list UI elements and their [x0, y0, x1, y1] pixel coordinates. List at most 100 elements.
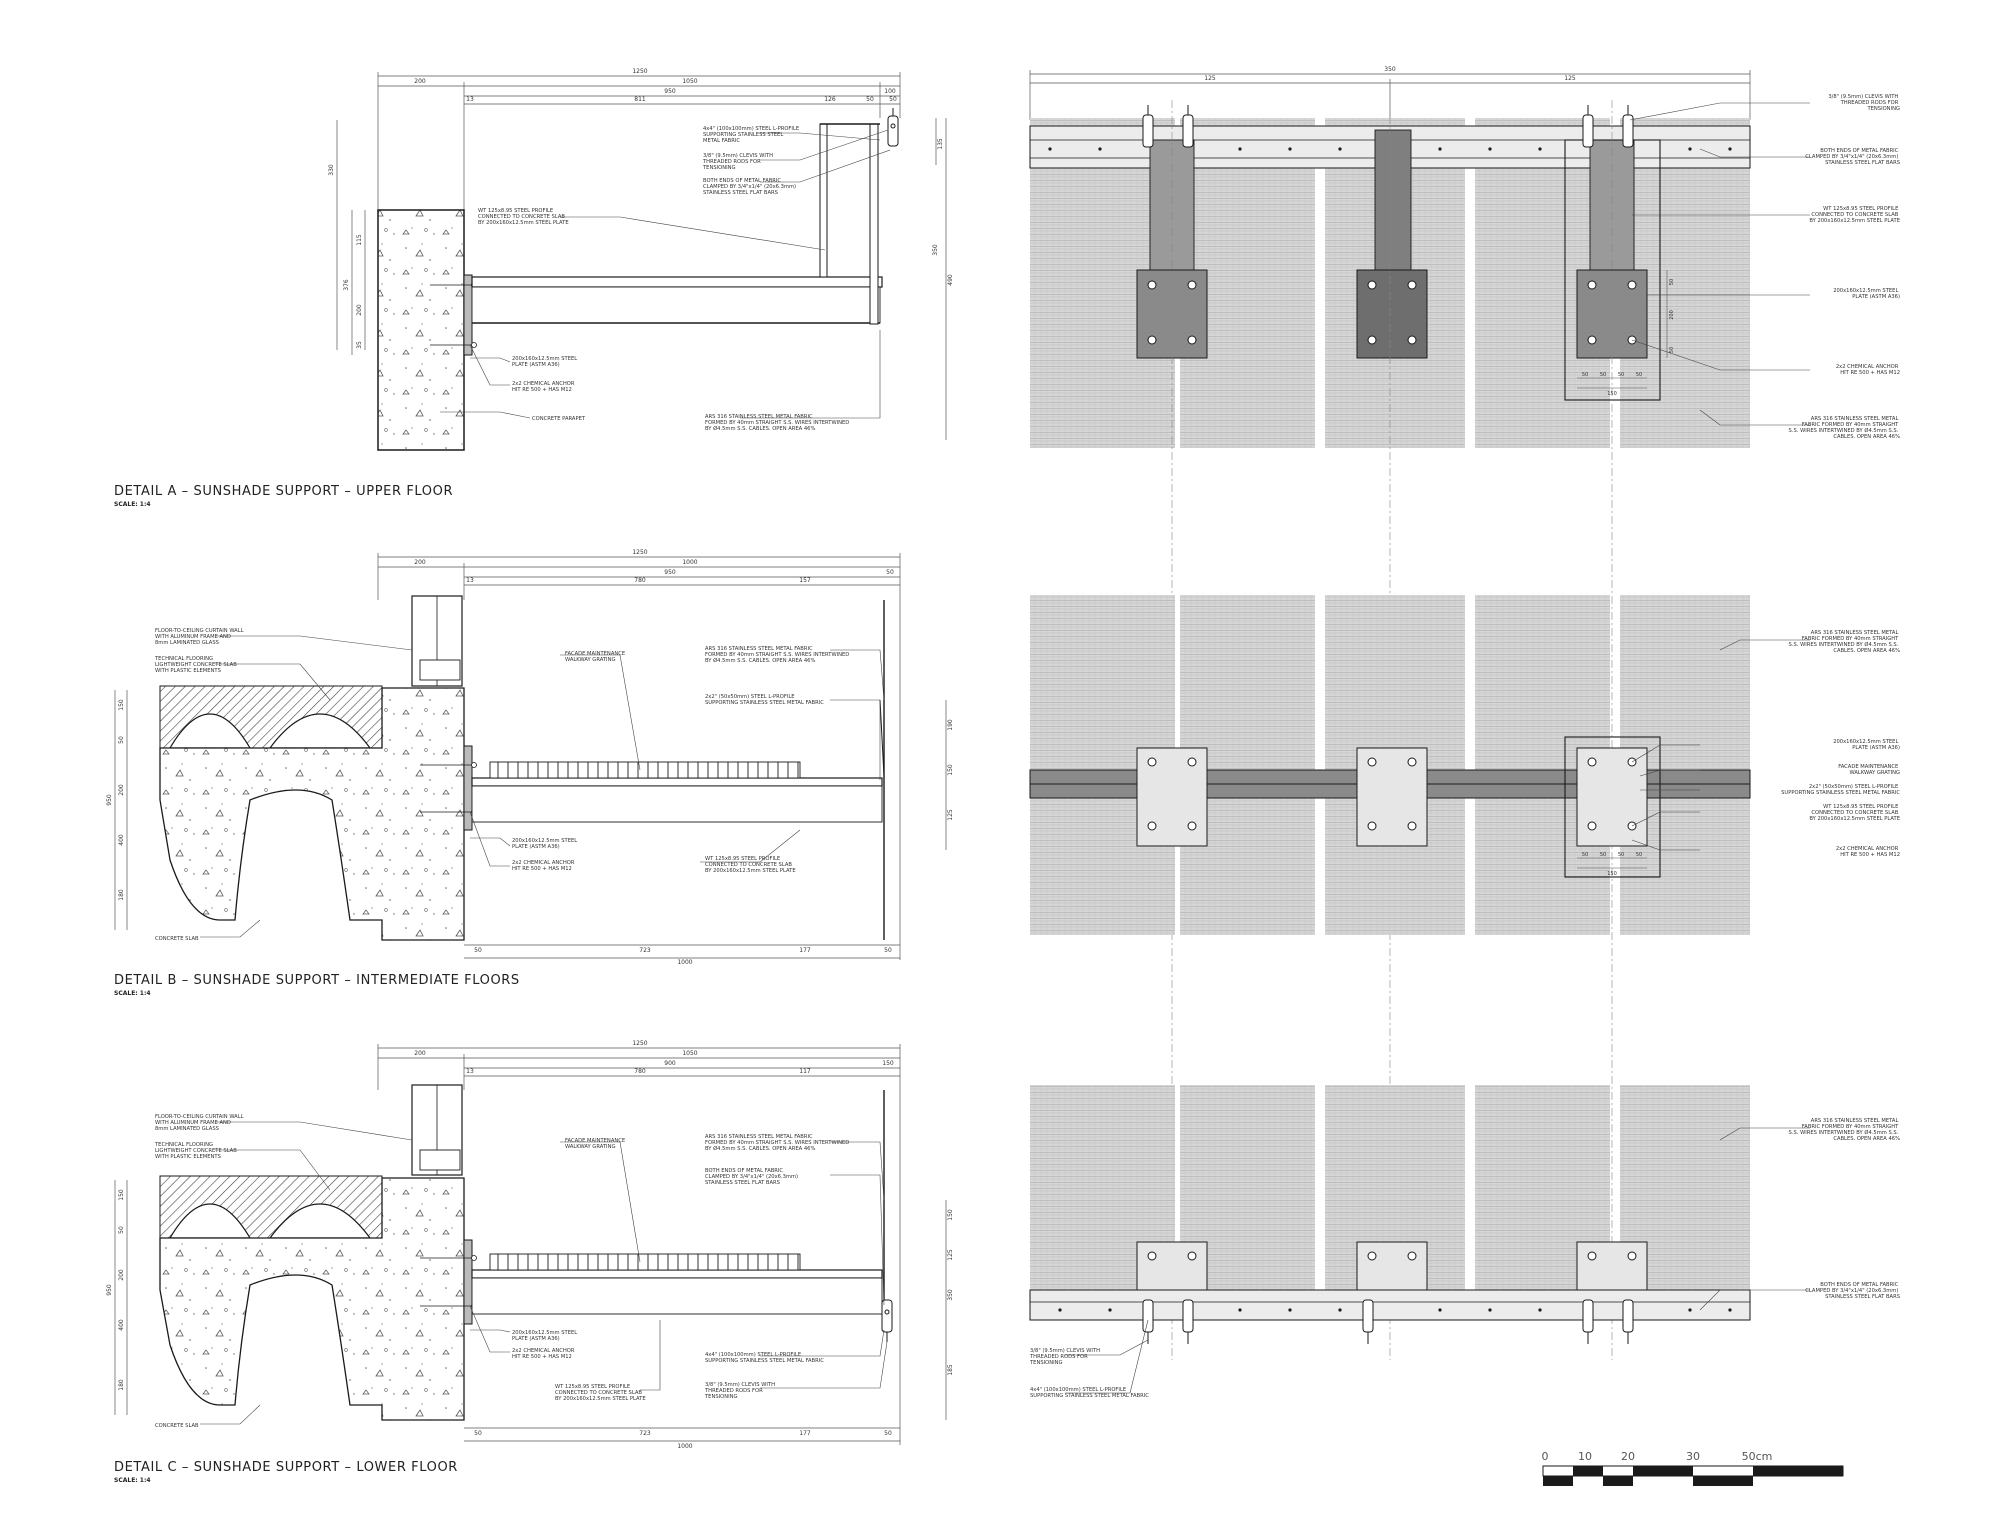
- dim-a-top-4: 950: [664, 88, 676, 95]
- label-b-fabric: ARS 316 STAINLESS STEEL METAL FABRIC FOR…: [705, 646, 851, 664]
- dim-a-left-2: 376: [343, 279, 350, 291]
- dim-c-right-4: 185: [947, 1364, 954, 1376]
- detail-c-section: 1250 200 1050 900 150 13 780 117 50 723 …: [106, 1040, 954, 1450]
- dim-a-top-10: 50: [889, 96, 897, 103]
- dim-e1-plate-6: 200: [1669, 310, 1675, 320]
- label-a-wt: WT 125x8.95 STEEL PROFILE CONNECTED TO C…: [478, 208, 569, 226]
- dim-a-top-6: 13: [466, 96, 474, 103]
- dim-c-bot-2: 723: [639, 1430, 651, 1437]
- dim-a-top-3: 1050: [682, 78, 697, 85]
- label-c-wt: WT 125x8.95 STEEL PROFILE CONNECTED TO C…: [555, 1384, 646, 1402]
- elevation-upper: 350 125 125: [1029, 66, 1901, 448]
- dim-b-top-3: 1000: [682, 559, 697, 566]
- label-e3-clevis: 3/8" (9.5mm) CLEVIS WITH THREADED RODS F…: [1029, 1348, 1102, 1366]
- label-e2-lprofile: 2x2" (50x50mm) STEEL L-PROFILE SUPPORTIN…: [1781, 784, 1900, 796]
- dim-e2-plate-2: 50: [1600, 852, 1606, 858]
- dim-e2-plate-5: 150: [1607, 871, 1617, 877]
- label-e2-grating: FACADE MAINTENANCE WALKWAY GRATING: [1838, 764, 1900, 776]
- dim-a-top-9: 50: [866, 96, 874, 103]
- label-b-techfloor: TECHNICAL FLOORING LIGHTWEIGHT CONCRETE …: [154, 656, 238, 674]
- dim-a-top-5: 100: [884, 88, 896, 95]
- label-e1-clevis: 3/8" (9.5mm) CLEVIS WITH THREADED RODS F…: [1828, 94, 1900, 112]
- dim-c-top-7: 780: [634, 1068, 646, 1075]
- dim-b-right-2: 150: [947, 764, 954, 776]
- label-e2-anchor: 2x2 CHEMICAL ANCHOR HIT RE 500 + HAS M12: [1836, 846, 1900, 858]
- label-c-flatbars: BOTH ENDS OF METAL FABRIC CLAMPED BY 3/4…: [705, 1168, 800, 1186]
- dim-a-top-2: 200: [414, 78, 426, 85]
- detail-a-section: 1250 200 1050 950 100 13 811 126 50 50 3…: [328, 68, 954, 451]
- concrete-slab-c: [159, 1177, 465, 1421]
- scale-label-50: 50cm: [1742, 1450, 1773, 1463]
- concrete-slab-b: [159, 687, 465, 941]
- dim-e2-plate-4: 50: [1636, 852, 1642, 858]
- dim-b-right-1: 190: [947, 719, 954, 731]
- dim-c-top-2: 200: [414, 1050, 426, 1057]
- detail-a-title: DETAIL A – SUNSHADE SUPPORT – UPPER FLOO…: [114, 484, 454, 499]
- label-e1-plate: 200x160x12.5mm STEEL PLATE (ASTM A36): [1833, 288, 1900, 300]
- dim-e1-top-1: 350: [1384, 66, 1396, 73]
- label-e1-fabric: ARS 316 STAINLESS STEEL METAL FABRIC FOR…: [1789, 416, 1901, 440]
- detail-b-section: 1250 200 1000 950 50 13 780 157 50 723 1…: [106, 549, 954, 966]
- dim-a-right-3: 350: [932, 244, 939, 256]
- dim-e1-plate-8: 50: [1669, 347, 1675, 353]
- dim-a-left-5: 35: [356, 341, 363, 349]
- label-a-anchor: 2x2 CHEMICAL ANCHOR HIT RE 500 + HAS M12: [512, 381, 576, 393]
- dim-a-top-8: 126: [824, 96, 836, 103]
- dim-c-left-6: 180: [118, 1379, 125, 1391]
- label-a-parapet: CONCRETE PARAPET: [532, 416, 586, 422]
- dim-e1-plate-1: 50: [1582, 372, 1588, 378]
- dim-e1-plate-3: 50: [1618, 372, 1624, 378]
- dim-b-top-2: 200: [414, 559, 426, 566]
- scale-label-0: 0: [1542, 1450, 1549, 1463]
- dim-c-right-3: 350: [947, 1289, 954, 1301]
- dim-c-top-8: 117: [799, 1068, 811, 1075]
- label-a-plate: 200x160x12.5mm STEEL PLATE (ASTM A36): [512, 356, 579, 368]
- scale-label-20: 20: [1621, 1450, 1635, 1463]
- label-c-grating: FACADE MAINTENANCE WALKWAY GRATING: [565, 1138, 627, 1150]
- dim-b-bot-3: 177: [799, 947, 811, 954]
- label-e3-lprofile: 4x4" (100x100mm) STEEL L-PROFILE SUPPORT…: [1030, 1387, 1149, 1399]
- dim-e1-plate-4: 50: [1636, 372, 1642, 378]
- elevation-lower: ARS 316 STAINLESS STEEL METAL FABRIC FOR…: [1029, 1085, 1900, 1399]
- dim-c-left-1: 950: [106, 1284, 113, 1296]
- detail-a-scale: SCALE: 1:4: [114, 501, 151, 508]
- label-a-clevis: 3/8" (9.5mm) CLEVIS WITH THREADED RODS F…: [702, 153, 775, 171]
- label-b-anchor: 2x2 CHEMICAL ANCHOR HIT RE 500 + HAS M12: [512, 860, 576, 872]
- dim-a-top-1: 1250: [632, 68, 647, 75]
- label-b-curtain: FLOOR-TO-CEILING CURTAIN WALL WITH ALUMI…: [155, 628, 245, 646]
- dim-c-left-3: 50: [118, 1226, 125, 1234]
- label-b-lprofile: 2x2" (50x50mm) STEEL L-PROFILE SUPPORTIN…: [705, 694, 824, 706]
- dim-b-top-4: 950: [664, 569, 676, 576]
- label-c-curtain: FLOOR-TO-CEILING CURTAIN WALL WITH ALUMI…: [155, 1114, 245, 1132]
- dim-b-bot-4: 50: [884, 947, 892, 954]
- dim-b-right-3: 125: [947, 809, 954, 821]
- dim-c-right-1: 150: [947, 1209, 954, 1221]
- dim-c-bot-5: 1000: [677, 1443, 692, 1450]
- dim-b-top-7: 780: [634, 577, 646, 584]
- label-e2-wt: WT 125x8.95 STEEL PROFILE CONNECTED TO C…: [1809, 804, 1900, 822]
- elevation-intermediate: 50 50 50 50 150 ARS 316 STAINLESS STEEL …: [1029, 595, 1900, 935]
- dim-b-left-4: 200: [118, 784, 125, 796]
- dim-e2-plate-3: 50: [1618, 852, 1624, 858]
- label-c-lprofile: 4x4" (100x100mm) STEEL L-PROFILE SUPPORT…: [705, 1352, 824, 1364]
- dim-c-bot-4: 50: [884, 1430, 892, 1437]
- dim-b-bot-2: 723: [639, 947, 651, 954]
- label-a-lprofile: 4x4" (100x100mm) STEEL L-PROFILE SUPPORT…: [703, 126, 801, 144]
- detail-b-scale: SCALE: 1:4: [114, 990, 151, 997]
- label-e1-flatbars: BOTH ENDS OF METAL FABRIC CLAMPED BY 3/4…: [1805, 148, 1900, 166]
- scale-label-10: 10: [1578, 1450, 1592, 1463]
- dim-c-top-4: 900: [664, 1060, 676, 1067]
- detail-c-scale: SCALE: 1:4: [114, 1477, 151, 1484]
- dim-c-left-2: 150: [118, 1189, 125, 1201]
- label-e1-wt: WT 125x8.95 STEEL PROFILE CONNECTED TO C…: [1809, 206, 1900, 224]
- dim-e1-plate-2: 50: [1600, 372, 1606, 378]
- dim-b-left-2: 150: [118, 699, 125, 711]
- dim-c-top-1: 1250: [632, 1040, 647, 1047]
- label-c-slab: CONCRETE SLAB: [155, 1423, 199, 1429]
- dim-b-bot-5: 1000: [677, 959, 692, 966]
- label-b-slab: CONCRETE SLAB: [155, 936, 199, 942]
- label-c-anchor: 2x2 CHEMICAL ANCHOR HIT RE 500 + HAS M12: [512, 1348, 576, 1360]
- label-c-plate: 200x160x12.5mm STEEL PLATE (ASTM A36): [512, 1330, 579, 1342]
- label-c-fabric: ARS 316 STAINLESS STEEL METAL FABRIC FOR…: [705, 1134, 851, 1152]
